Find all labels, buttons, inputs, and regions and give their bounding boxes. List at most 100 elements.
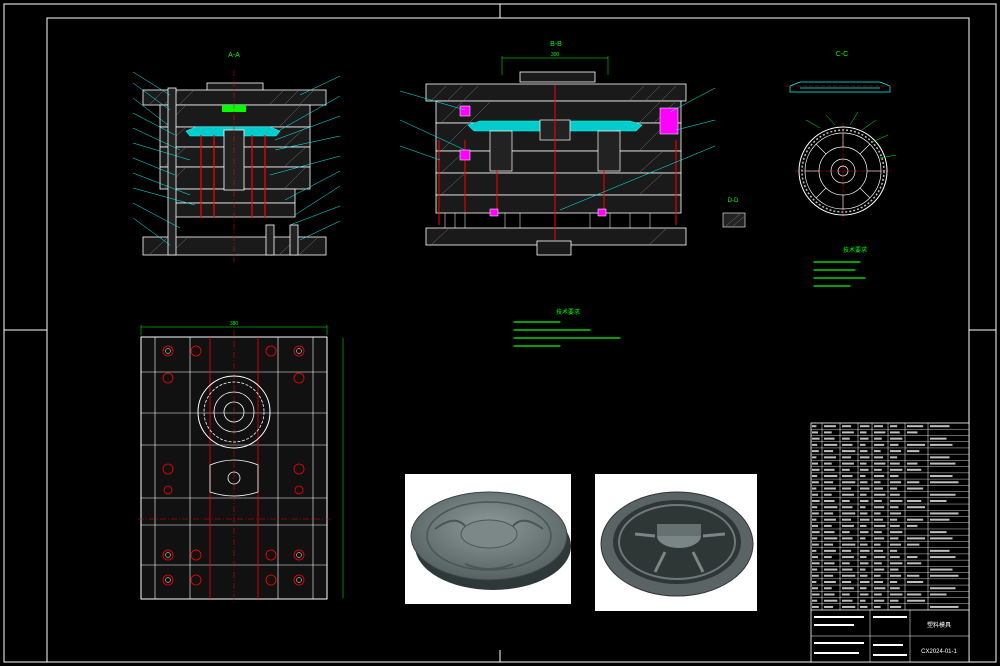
bom-cell-text — [842, 456, 852, 459]
bom-cell-text — [860, 443, 866, 446]
bom-cell-text — [907, 425, 924, 428]
bom-cell-text — [874, 512, 881, 515]
bom-cell-text — [874, 524, 886, 527]
bom-cell-text — [842, 487, 852, 490]
bom-cell-text — [890, 568, 899, 571]
bom-cell-text — [907, 581, 924, 584]
bom-cell-text — [930, 512, 959, 515]
bom-cell-text — [874, 568, 885, 571]
bom-cell-text — [812, 456, 817, 459]
bom-cell-text — [842, 443, 853, 446]
bom-cell-text — [890, 475, 899, 478]
bom-cell-text — [890, 537, 899, 540]
bom-cell-text — [890, 450, 902, 453]
bom-cell-text — [860, 493, 867, 496]
plan-bolt-holes — [162, 345, 305, 586]
bom-cell-text — [907, 450, 920, 453]
bom-cell-text — [842, 506, 853, 509]
section-d-d-label: D-D — [728, 198, 739, 204]
plan-view: 380 — [138, 321, 344, 605]
bom-cell-text — [860, 475, 866, 478]
bom-cell-text — [860, 599, 866, 602]
bom-cell-text — [824, 487, 836, 490]
bom-cell-text — [812, 518, 817, 521]
bom-cell-text — [874, 437, 882, 440]
bom-cell-text — [812, 487, 817, 490]
bom-cell-text — [874, 562, 882, 565]
bom-cell-text — [890, 512, 902, 515]
plan-cavity — [197, 375, 271, 497]
title-block: 塑料模具 CX2024-01-1 — [810, 422, 970, 663]
bom-cell-text — [890, 549, 898, 552]
bom-cell-text — [824, 537, 838, 540]
bom-cell-text — [874, 443, 885, 446]
bom-cell-text — [860, 574, 868, 577]
title-block-text — [814, 616, 864, 618]
bom-cell-text — [824, 581, 836, 584]
bom-cell-text — [824, 506, 838, 509]
bom-cell-text — [907, 443, 926, 446]
bom-cell-text — [842, 599, 853, 602]
bom-cell-text — [874, 506, 885, 509]
bom-cell-text — [930, 456, 950, 459]
bom-cell-text — [860, 605, 868, 608]
bom-cell-text — [860, 524, 867, 527]
bom-cell-text — [842, 475, 853, 478]
bom-cell-text — [907, 518, 924, 521]
bom-cell-text — [890, 499, 903, 502]
bom-cell-text — [890, 556, 900, 559]
bom-cell-text — [874, 475, 885, 478]
bom-cell-text — [812, 425, 817, 428]
sheet-frame — [3, 3, 997, 663]
bom-cell-text — [874, 537, 885, 540]
bom-cell-text — [930, 443, 953, 446]
bom-cell-text — [812, 543, 819, 546]
bom-cell-text — [812, 462, 818, 465]
bom-cell-text — [890, 425, 898, 428]
bom-cell-text — [812, 437, 820, 440]
bom-cell-text — [930, 493, 956, 496]
bom-cell-text — [860, 512, 868, 515]
bom-cell-text — [860, 456, 870, 459]
bom-cell-text — [812, 593, 820, 596]
section-a-a: A-A — [132, 52, 341, 262]
bom-cell-text — [930, 499, 947, 502]
bom-cell-text — [842, 543, 856, 546]
bom-cell-text — [930, 556, 956, 559]
bom-cell-text — [812, 531, 820, 534]
bom-cell-text — [874, 450, 881, 453]
bom-cell-text — [907, 562, 922, 565]
bom-cell-text — [812, 605, 819, 608]
bom-cell-text — [907, 574, 920, 577]
bom-cell-text — [907, 468, 922, 471]
bom-cell-text — [930, 475, 953, 478]
bom-cell-text — [824, 481, 834, 484]
bom-cell-text — [824, 443, 838, 446]
bom-cell-text — [860, 462, 867, 465]
bom-cell-text — [874, 549, 883, 552]
bom-cell-text — [907, 481, 920, 484]
bom-cell-text — [874, 468, 882, 471]
bom-cell-text — [930, 437, 947, 440]
bom-cell-text — [842, 462, 854, 465]
bom-cell-text — [930, 518, 950, 521]
title-cell: 塑料模具 — [927, 621, 951, 629]
bom-cell-text — [874, 556, 886, 559]
bom-cell-text — [874, 462, 886, 465]
bom-cell-text — [812, 524, 818, 527]
bom-cell-text — [842, 468, 850, 471]
section-d-d: D-D — [722, 198, 746, 228]
drawing-number: CX2024-01-1 — [921, 649, 957, 655]
bom-cell-text — [890, 543, 902, 546]
section-c-c: C-C — [785, 51, 897, 220]
bom-cell-text — [930, 537, 953, 540]
section-b-b-label: B-B — [550, 41, 562, 48]
bom-cell-text — [890, 481, 902, 484]
bom-cell-text — [824, 605, 834, 608]
bom-cell-text — [890, 456, 898, 459]
bom-cell-text — [874, 518, 883, 521]
bom-cell-text — [890, 462, 900, 465]
bom-cell-text — [890, 562, 903, 565]
bom-cell-text — [842, 593, 850, 596]
